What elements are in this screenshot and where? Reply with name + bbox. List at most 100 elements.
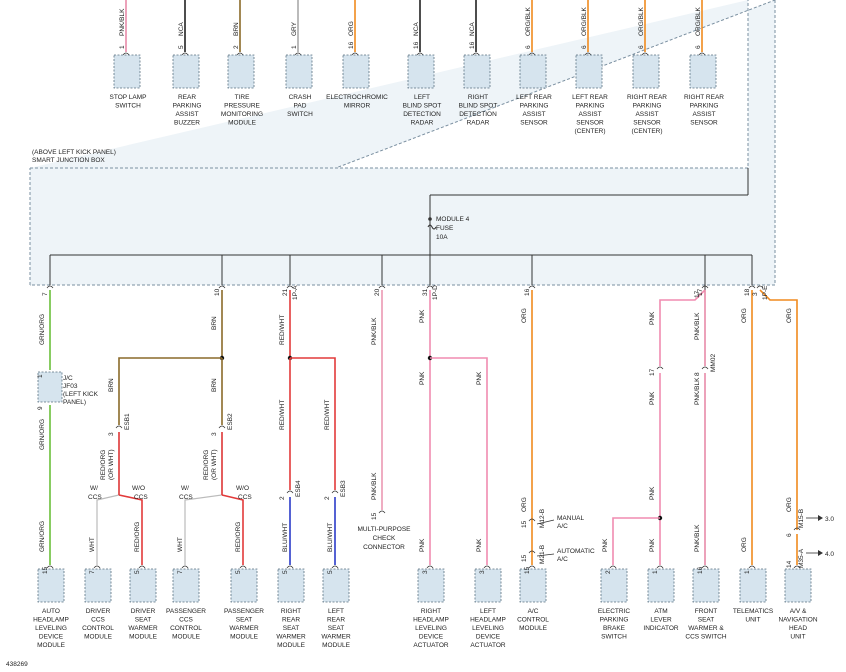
opt: W/O	[236, 485, 249, 492]
wire-color: PNK	[476, 371, 483, 385]
bottom-pin: 7	[177, 570, 184, 574]
bottom-pin: 3	[422, 570, 429, 574]
wire-color: RED/WHT	[324, 400, 331, 430]
ref: 3.0	[825, 516, 834, 523]
bottom-conn-label: SWITCH	[601, 634, 627, 641]
bottom-pin: 2	[605, 570, 612, 574]
bottom-conn-label: DEVICE	[39, 634, 64, 641]
connector-box	[575, 54, 603, 89]
top-conn-label: MONITORING	[221, 111, 263, 118]
bottom-pin: 1	[652, 570, 659, 574]
inline-conn: MM02	[710, 354, 717, 372]
bottom-pin: 5	[327, 570, 334, 574]
pin-mark	[656, 366, 664, 370]
bottom-conn-label: A/C	[528, 608, 539, 615]
top-conn-label: DETECTION	[403, 111, 441, 118]
sjb-pin: 21	[282, 288, 289, 296]
opt: CCS	[179, 494, 193, 501]
opt: A/C	[557, 523, 568, 530]
pin-mark	[528, 518, 536, 522]
bottom-pin: 5	[282, 570, 289, 574]
bottom-conn-label: CCS SWITCH	[685, 634, 726, 641]
wire-color: PNK	[649, 538, 656, 552]
connector-box	[172, 568, 200, 603]
connector-box	[129, 568, 157, 603]
inline-conn: ESB1	[124, 413, 131, 430]
bottom-conn-label: WARMER	[321, 634, 351, 641]
top-conn-label: PARKING	[690, 103, 719, 110]
top-conn-label: MIRROR	[344, 103, 371, 110]
pin-mark	[122, 52, 130, 56]
pin-mark	[609, 565, 617, 569]
pin-mark	[239, 565, 247, 569]
top-wire-color: NCA	[413, 22, 420, 36]
opt: W/	[90, 485, 98, 492]
pin-mark	[793, 565, 801, 569]
pin-mark	[138, 565, 146, 569]
pin-mark	[286, 490, 294, 494]
connector-box	[519, 568, 547, 603]
wire-color: WHT	[177, 537, 184, 552]
connector-box	[417, 568, 445, 603]
wire-color: PNK/BLK	[371, 472, 378, 500]
connector-box	[600, 568, 628, 603]
wire-color: BLU/WHT	[327, 523, 334, 552]
bottom-pin: 5	[134, 570, 141, 574]
inline-conn: M21-B	[539, 545, 546, 564]
leader	[536, 519, 555, 525]
top-conn-label: SENSOR	[690, 120, 718, 127]
ref: 4.0	[825, 551, 834, 558]
bottom-conn-label: MODULE	[322, 642, 350, 649]
sjb-pin: 31	[422, 288, 429, 296]
top-conn-label: ASSIST	[635, 111, 658, 118]
bottom-pin: 15	[524, 566, 531, 574]
opt: AUTOMATIC	[557, 548, 595, 555]
top-conn-label: SENSOR	[576, 120, 604, 127]
bottom-conn-label: LEVELING	[472, 625, 504, 632]
top-conn-label: BLIND SPOT	[459, 103, 498, 110]
connector-box	[37, 371, 63, 403]
bottom-pin: 5	[235, 570, 242, 574]
connector-box	[647, 568, 675, 603]
pin-mark	[793, 527, 801, 531]
pin-mark	[748, 565, 756, 569]
wire-color: (OR WHT)	[211, 449, 218, 480]
bottom-conn-label: SEAT	[698, 617, 715, 624]
wire-color: GRN/ORG	[39, 314, 46, 345]
wire-color: PNK/BLK	[694, 377, 701, 405]
top-pin: 6	[525, 45, 532, 49]
top-conn-label: PRESSURE	[224, 103, 260, 110]
bottom-conn-label: WARMER	[229, 625, 259, 632]
pin: 2	[279, 496, 286, 500]
inline-conn: M15-B	[798, 509, 805, 528]
bottom-conn-label: PASSENGER	[166, 608, 206, 615]
wire-color: ORG	[521, 497, 528, 512]
bottom-conn-label: DEVICE	[419, 634, 444, 641]
pin: 8	[694, 372, 701, 376]
inline-conn: ESB4	[295, 480, 302, 497]
ref-arrowhead	[818, 515, 823, 521]
wire-color: BRN	[108, 378, 115, 392]
top-conn-label: SENSOR	[633, 120, 661, 127]
sjb-location: (ABOVE LEFT KICK PANEL)	[32, 149, 116, 156]
bottom-conn-label: CONTROL	[82, 625, 114, 632]
top-pin: 5	[178, 45, 185, 49]
sjb-pin: 17	[697, 288, 704, 296]
pin-mark	[472, 52, 480, 56]
top-wire-color: BRN	[233, 22, 240, 36]
bottom-conn-label: MODULE	[277, 642, 305, 649]
pin-mark	[698, 52, 706, 56]
bottom-conn-label: LEVER	[650, 617, 672, 624]
wire-color: ORG	[521, 308, 528, 323]
bottom-conn-label: SEAT	[283, 625, 300, 632]
pin-mark	[701, 565, 709, 569]
connector-box	[342, 54, 370, 89]
pin-mark	[426, 285, 434, 289]
connector-box	[474, 568, 502, 603]
pin-mark	[218, 425, 226, 429]
wire-color: PNK/BLK	[694, 312, 701, 340]
sjb-bus	[50, 168, 752, 256]
pin-mark	[378, 285, 386, 289]
connector-box	[285, 54, 313, 89]
